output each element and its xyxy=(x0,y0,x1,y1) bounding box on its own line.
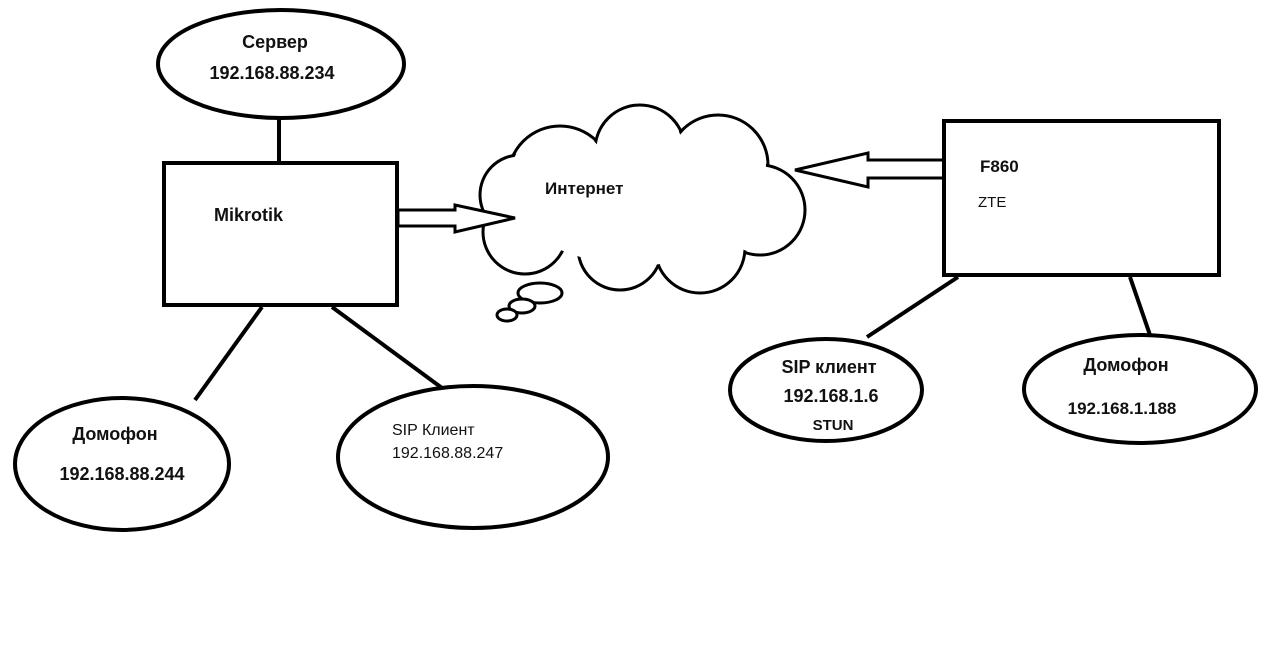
sip-client-left-ellipse xyxy=(336,384,610,530)
sip-client-right-note: STUN xyxy=(813,417,854,434)
mikrotik-node: Mikrotik xyxy=(162,161,399,307)
cloud-tail-bubble-small xyxy=(495,307,519,323)
zte-router-node: F860 ZTE xyxy=(942,119,1221,277)
sip-client-right-ellipse xyxy=(728,337,924,443)
connectors xyxy=(193,117,1152,402)
intercom-left-name: Домофон xyxy=(72,424,157,444)
link-zte-sip-client-right xyxy=(865,275,960,339)
link-zte-intercom-right xyxy=(1128,276,1152,336)
intercom-right-ip: 192.168.1.188 xyxy=(1068,399,1177,418)
server-ellipse xyxy=(156,8,406,120)
sip-client-right-ip: 192.168.1.6 xyxy=(783,386,878,406)
intercom-right-name: Домофон xyxy=(1083,355,1168,375)
link-mikrotik-intercom-left xyxy=(193,305,264,402)
sip-client-right-node: SIP клиент 192.168.1.6 STUN xyxy=(728,337,924,443)
sip-client-left-node: SIP Клиент 192.168.88.247 xyxy=(336,384,610,530)
arrow-mikrotik-to-internet xyxy=(396,203,516,234)
cloud-tail-bubble-large xyxy=(516,281,564,305)
intercom-left-ip: 192.168.88.244 xyxy=(59,464,184,484)
server-node: Сервер 192.168.88.234 xyxy=(156,8,406,120)
mikrotik-box xyxy=(162,161,399,307)
internet-cloud xyxy=(478,103,807,323)
link-mikrotik-sip-client-left xyxy=(330,305,444,390)
sip-client-right-name: SIP клиент xyxy=(781,357,876,377)
server-name: Сервер xyxy=(242,32,308,52)
zte-router-vendor: ZTE xyxy=(978,194,1006,211)
internet-label: Интернет xyxy=(545,179,623,198)
server-ip: 192.168.88.234 xyxy=(209,63,334,83)
cloud-tail-bubble-medium xyxy=(507,297,537,315)
intercom-right-ellipse xyxy=(1022,333,1258,445)
intercom-left-ellipse xyxy=(13,396,231,532)
arrow-zte-to-internet xyxy=(794,151,946,189)
zte-router-model: F860 xyxy=(980,157,1019,176)
sip-client-left-ip: 192.168.88.247 xyxy=(392,445,503,462)
sip-client-left-name: SIP Клиент xyxy=(392,422,475,439)
intercom-left-node: Домофон 192.168.88.244 xyxy=(13,396,231,532)
intercom-right-node: Домофон 192.168.1.188 xyxy=(1022,333,1258,445)
mikrotik-name: Mikrotik xyxy=(214,205,284,225)
zte-router-box xyxy=(942,119,1221,277)
